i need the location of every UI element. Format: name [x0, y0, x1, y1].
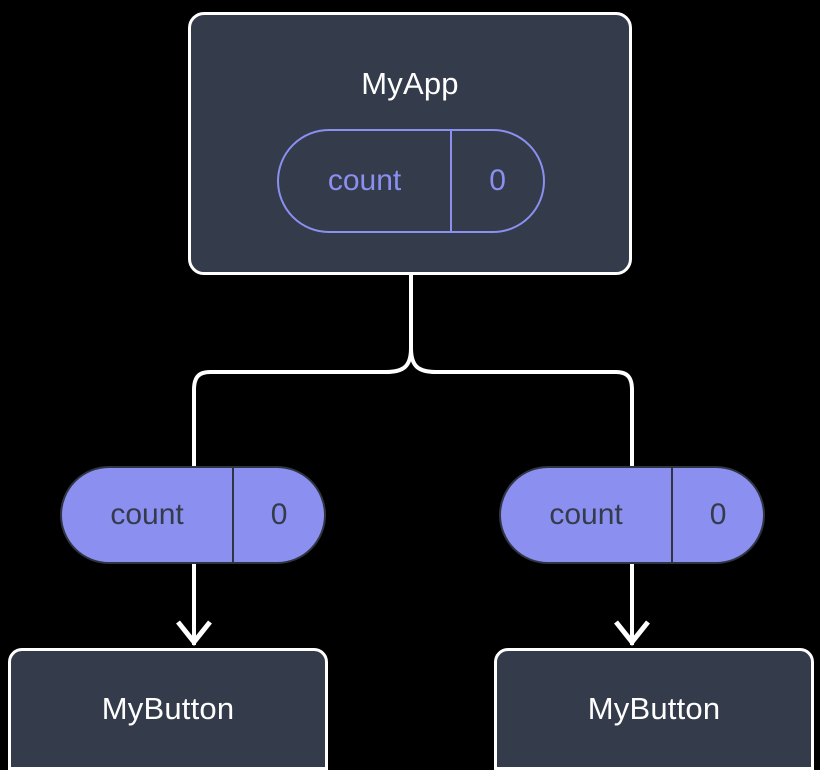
- state-pill-right-key: count: [549, 498, 623, 531]
- state-pill-right-value: 0: [671, 468, 763, 562]
- state-pill-left-value: 0: [232, 468, 324, 562]
- node-mybutton-right-label: MyButton: [587, 691, 721, 726]
- node-myapp-label: MyApp: [361, 66, 459, 101]
- state-pill-left[interactable]: count 0: [60, 466, 326, 564]
- arrow-head-left-icon: [176, 620, 212, 647]
- edge-branch-right: [409, 346, 634, 468]
- arrow-head-right-icon: [614, 620, 650, 647]
- state-pill-left-key: count: [110, 498, 184, 531]
- state-pill-myapp[interactable]: count 0: [277, 129, 545, 233]
- state-pill-right[interactable]: count 0: [499, 466, 765, 564]
- node-mybutton-right[interactable]: MyButton: [494, 648, 814, 770]
- state-pill-myapp-key: count: [327, 164, 402, 197]
- edge-branch-left: [192, 346, 413, 468]
- state-pill-myapp-value: 0: [450, 131, 543, 231]
- node-mybutton-left[interactable]: MyButton: [8, 648, 328, 770]
- node-mybutton-left-label: MyButton: [101, 691, 235, 726]
